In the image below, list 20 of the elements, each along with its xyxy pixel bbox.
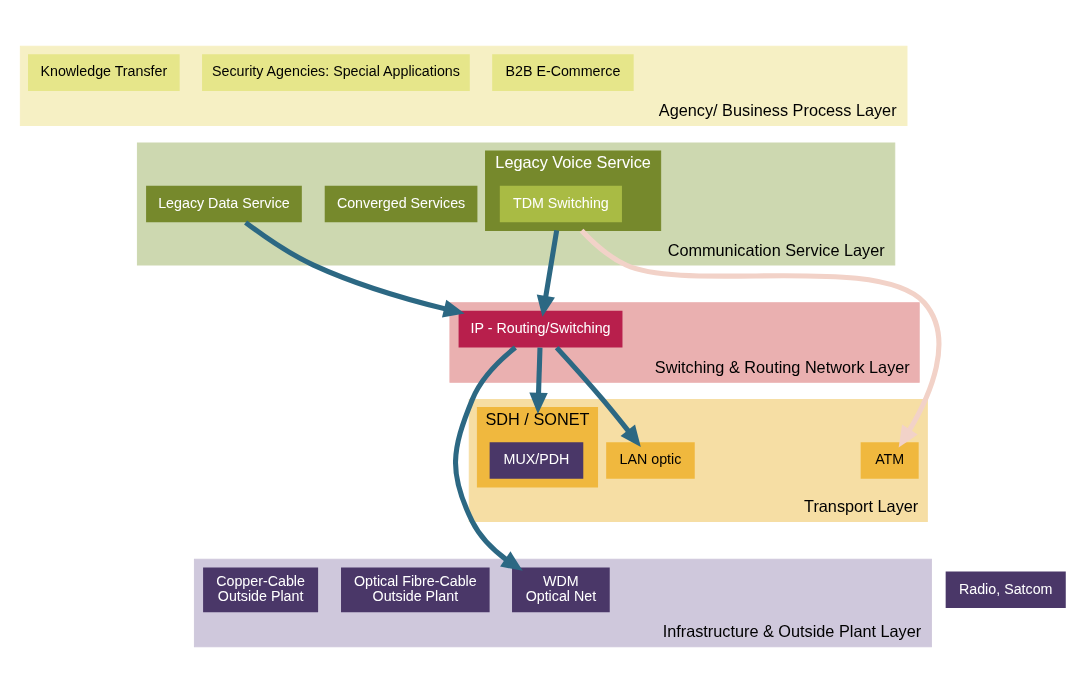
node-box: IP - Routing/Switching (458, 310, 623, 348)
arrow (529, 347, 548, 414)
arrow (554, 345, 641, 447)
node-box: LAN optic (606, 442, 695, 479)
node-box: Legacy Data Service (146, 185, 302, 223)
node-box: WDM Optical Net (512, 567, 610, 613)
node-box: ATM (860, 442, 919, 479)
node-box: TDM Switching (499, 185, 622, 223)
node-box: Security Agencies: Special Applications (202, 54, 470, 91)
node-box: B2B E-Commerce (492, 54, 634, 91)
node-box: Radio, Satcom (945, 571, 1066, 609)
node-box: Optical Fibre-Cable Outside Plant (341, 567, 490, 613)
arrow (453, 345, 523, 571)
node-box: Converged Services (324, 185, 478, 223)
arrow (244, 220, 465, 318)
arrow (579, 228, 942, 448)
node-box: Knowledge Transfer (28, 54, 180, 91)
node-box: Copper-Cable Outside Plant (203, 567, 319, 613)
node-box: MUX/PDH (489, 442, 584, 479)
arrow (536, 230, 560, 317)
